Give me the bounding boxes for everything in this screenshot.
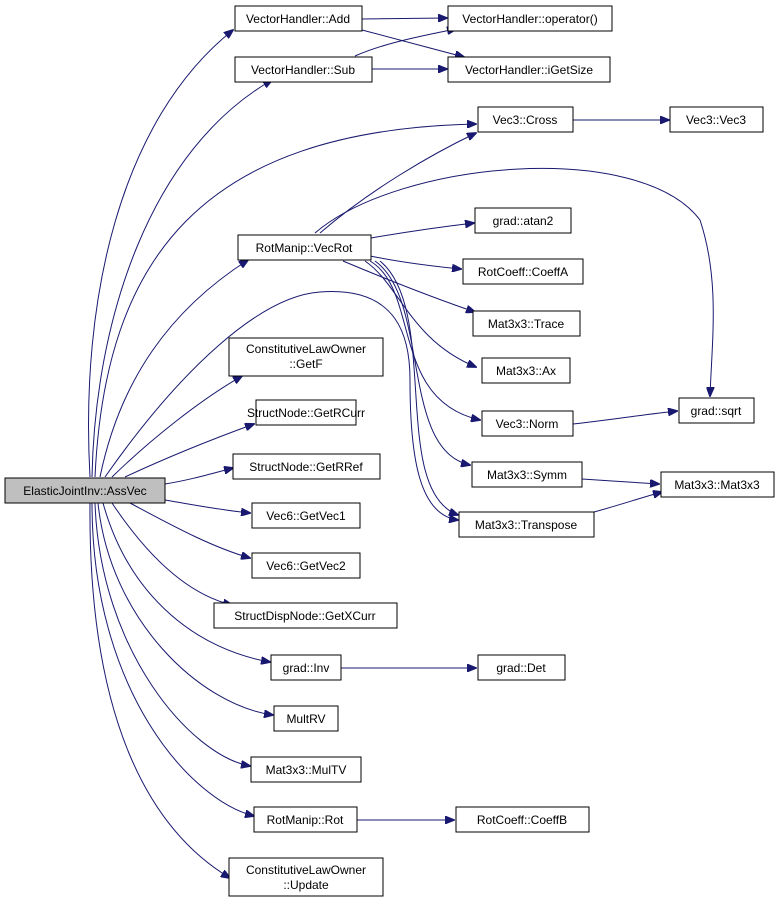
- edge-root-to-multv: [94, 502, 250, 766]
- node-structnode-getrref[interactable]: StructNode::GetRRef: [232, 453, 381, 480]
- edge-transpose-to-mat3x3: [593, 492, 662, 513]
- node-label: grad::Inv: [283, 661, 330, 675]
- edge-root-to-update: [89, 502, 230, 878]
- node-label: ElasticJointInv::AssVec: [23, 484, 146, 498]
- node-vec3-norm[interactable]: Vec3::Norm: [481, 410, 574, 437]
- node-label: ::Update: [283, 878, 329, 892]
- node-label: Vec3::Cross: [493, 113, 558, 127]
- edge-vecrot-to-coeffa: [369, 255, 461, 269]
- node-label: Mat3x3::Symm: [487, 468, 567, 482]
- edge-vecrot-to-trace: [342, 260, 475, 312]
- node-label: Vec3::Vec3: [686, 113, 746, 127]
- node-label: Mat3x3::Transpose: [475, 518, 578, 532]
- node-mat3x3-ax[interactable]: Mat3x3::Ax: [481, 357, 571, 384]
- node-label: StructDispNode::GetXCurr: [234, 609, 375, 623]
- node-label: VectorHandler::operator(): [462, 12, 597, 26]
- edge-sub-to-op: [354, 29, 456, 57]
- node-vec6-getvec2[interactable]: Vec6::GetVec2: [251, 552, 361, 579]
- node-rotmanip-rot[interactable]: RotManip::Rot: [253, 806, 358, 833]
- edge-root-to-add: [88, 30, 233, 478]
- node-label: VectorHandler::iGetSize: [465, 63, 593, 77]
- node-label: RotManip::VecRot: [256, 241, 353, 255]
- edge-symm-to-mat3x3: [581, 478, 659, 484]
- node-mat3x3-symm[interactable]: Mat3x3::Symm: [471, 461, 583, 488]
- edge-add-to-op: [361, 18, 447, 19]
- node-label: ConstitutiveLawOwner: [246, 863, 366, 877]
- node-label: Mat3x3::Ax: [496, 364, 556, 378]
- node-structnode-getrcurr[interactable]: StructNode::GetRCurr: [247, 399, 365, 426]
- edge-vecrot-to-symm: [374, 260, 470, 465]
- node-label: grad::Det: [496, 661, 546, 675]
- node-label: StructNode::GetRCurr: [247, 406, 365, 420]
- node-grad-inv[interactable]: grad::Inv: [270, 654, 342, 681]
- node-constitutivelawowner-update[interactable]: ConstitutiveLawOwner ::Update: [228, 857, 384, 897]
- node-mat3x3-transpose[interactable]: Mat3x3::Transpose: [458, 511, 595, 538]
- edge-vecrot-to-sqrt: [314, 167, 713, 396]
- edge-root-to-cross: [94, 124, 476, 478]
- node-vectorhandler-igetsize[interactable]: VectorHandler::iGetSize: [447, 56, 611, 83]
- edge-root-to-vecrot: [99, 260, 248, 478]
- edge-vecrot-to-ax: [364, 260, 476, 367]
- edge-root-to-getf: [111, 376, 242, 478]
- edge-vecrot-to-norm: [369, 260, 480, 420]
- node-rotcoeff-coeffa[interactable]: RotCoeff::CoeffA: [462, 258, 584, 285]
- node-label: grad::sqrt: [691, 404, 742, 418]
- node-grad-det[interactable]: grad::Det: [477, 654, 566, 681]
- edge-root-to-transpose: [104, 291, 458, 520]
- node-mat3x3-trace[interactable]: Mat3x3::Trace: [472, 310, 581, 337]
- node-label: RotCoeff::CoeffB: [477, 813, 567, 827]
- node-elasticjointinv-assvec[interactable]: ElasticJointInv::AssVec: [4, 477, 166, 504]
- edge-vecrot-to-atan2: [370, 223, 474, 239]
- node-label: Mat3x3::MulTV: [266, 763, 347, 777]
- node-rotmanip-vecrot[interactable]: RotManip::VecRot: [237, 234, 372, 261]
- edge-root-to-getxcurr: [111, 502, 232, 605]
- edge-root-to-multrv: [97, 502, 273, 715]
- node-constitutivelawowner-getf[interactable]: ConstitutiveLawOwner ::GetF: [228, 337, 384, 377]
- node-label: RotCoeff::CoeffA: [478, 265, 568, 279]
- node-multrv[interactable]: MultRV: [273, 705, 339, 732]
- node-label: grad::atan2: [493, 214, 554, 228]
- node-vectorhandler-add[interactable]: VectorHandler::Add: [234, 5, 363, 32]
- node-vec6-getvec1[interactable]: Vec6::GetVec1: [251, 502, 361, 529]
- node-label: RotManip::Rot: [267, 813, 344, 827]
- node-vec3-vec3[interactable]: Vec3::Vec3: [669, 106, 764, 133]
- node-mat3x3-mat3x3[interactable]: Mat3x3::Mat3x3: [660, 471, 775, 498]
- edge-root-to-inv: [102, 502, 270, 662]
- node-vec3-cross[interactable]: Vec3::Cross: [477, 106, 574, 133]
- node-vectorhandler-sub[interactable]: VectorHandler::Sub: [234, 56, 373, 83]
- node-grad-sqrt[interactable]: grad::sqrt: [678, 397, 755, 424]
- edge-add-to-size: [361, 29, 464, 57]
- node-label: VectorHandler::Sub: [251, 63, 355, 77]
- node-rotcoeff-coeffb[interactable]: RotCoeff::CoeffB: [455, 806, 590, 833]
- node-label: Vec6::GetVec1: [266, 509, 346, 523]
- node-structdispnode-getxcurr[interactable]: StructDispNode::GetXCurr: [213, 602, 398, 629]
- edge-root-to-getrref: [164, 468, 233, 485]
- node-label: MultRV: [286, 712, 325, 726]
- edge-root-to-getvec1: [164, 499, 250, 513]
- node-label: ::GetF: [289, 357, 322, 371]
- node-label: StructNode::GetRRef: [249, 460, 363, 474]
- edge-root-to-getrcurr: [124, 424, 254, 478]
- edge-vecrot-to-cross: [319, 133, 476, 234]
- edge-root-to-rot: [91, 502, 254, 816]
- node-label: Mat3x3::Trace: [488, 317, 565, 331]
- node-label: Mat3x3::Mat3x3: [674, 478, 760, 492]
- edge-vecrot-to-transpose: [379, 260, 458, 515]
- node-label: ConstitutiveLawOwner: [246, 342, 366, 356]
- node-label: Vec3::Norm: [496, 417, 559, 431]
- node-label: VectorHandler::Add: [246, 12, 350, 26]
- edge-root-to-sub: [91, 80, 272, 478]
- node-vectorhandler-operator[interactable]: VectorHandler::operator(): [447, 5, 613, 32]
- edge-norm-to-sqrt: [572, 411, 677, 425]
- node-mat3x3-multv[interactable]: Mat3x3::MulTV: [250, 756, 362, 783]
- node-label: Vec6::GetVec2: [266, 559, 346, 573]
- node-grad-atan2[interactable]: grad::atan2: [474, 207, 572, 234]
- edge-root-to-getvec2: [129, 502, 250, 558]
